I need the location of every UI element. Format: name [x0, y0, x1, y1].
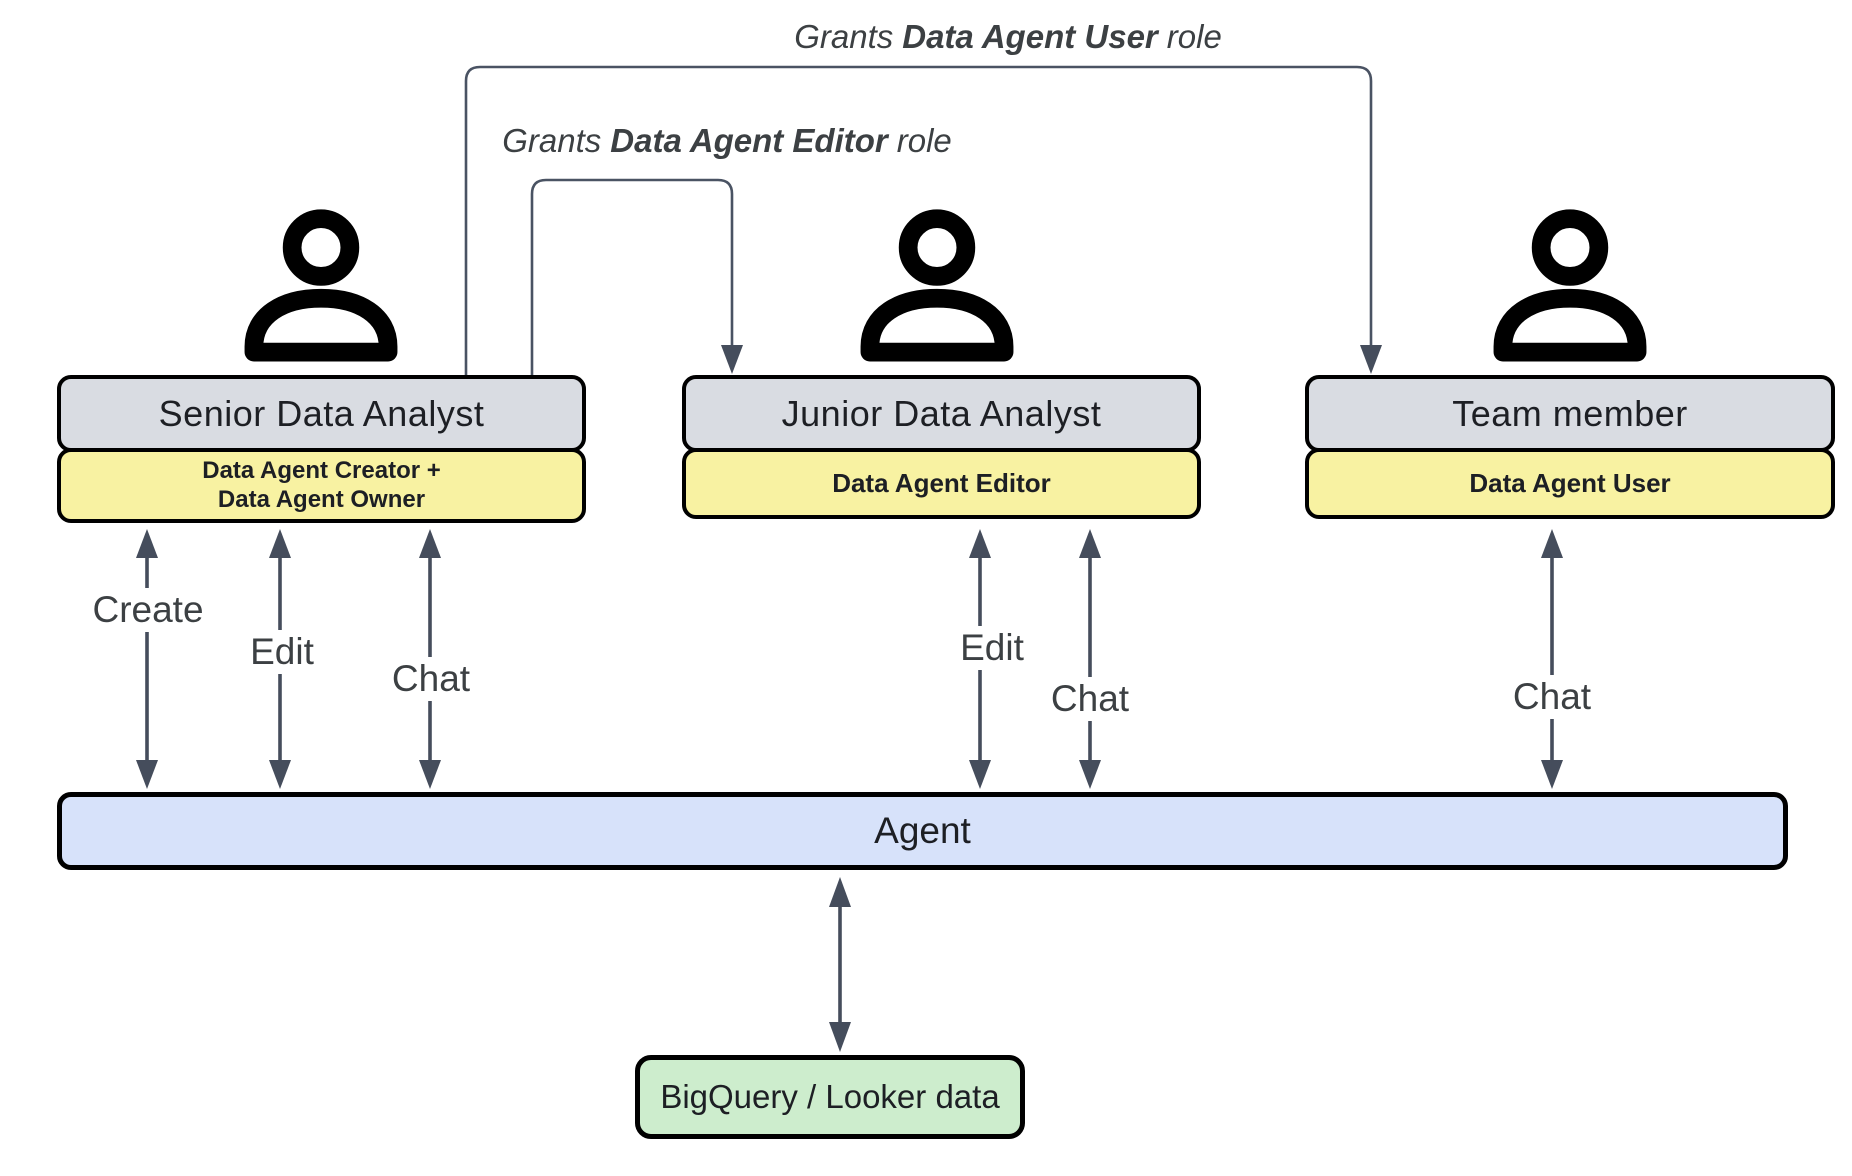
- action-label-create: Create: [84, 588, 212, 632]
- role-title-senior: Senior Data Analyst: [57, 375, 586, 452]
- action-label-chat-senior: Chat: [383, 657, 479, 701]
- role-agent-arrows: [136, 529, 1563, 1052]
- datasource-label: BigQuery / Looker data: [660, 1078, 1000, 1115]
- action-label-chat-team: Chat: [1504, 675, 1600, 719]
- grant-user-suffix: role: [1166, 18, 1222, 55]
- action-label-edit-senior: Edit: [242, 630, 322, 674]
- badge-line: Data Agent Owner: [217, 486, 426, 514]
- agent-bar: Agent: [57, 792, 1788, 870]
- grant-user-connector: [464, 65, 1373, 375]
- role-card-team: Team member Data Agent User: [1305, 375, 1835, 519]
- role-title-junior: Junior Data Analyst: [682, 375, 1201, 452]
- grant-user-role-name: Data Agent User: [902, 18, 1158, 55]
- agent-datasource-arrow: [829, 877, 851, 1052]
- chat-arrow-team: [1541, 529, 1563, 789]
- action-label-edit-junior: Edit: [952, 626, 1032, 670]
- chat-arrow-junior: [1079, 529, 1101, 789]
- grant-user-arrowhead-icon: [1360, 345, 1382, 374]
- create-arrow: [136, 529, 158, 789]
- role-card-junior: Junior Data Analyst Data Agent Editor: [682, 375, 1201, 519]
- grant-editor-arrowhead-icon: [721, 345, 743, 374]
- grant-editor-role-name: Data Agent Editor: [610, 122, 888, 159]
- role-title-label: Junior Data Analyst: [781, 392, 1102, 434]
- badge-line: Data Agent Editor: [832, 467, 1051, 498]
- role-title-label: Senior Data Analyst: [158, 392, 485, 434]
- grant-user-prefix: Grants: [794, 18, 894, 55]
- person-icon: [1493, 209, 1647, 362]
- role-badge-junior: Data Agent Editor: [682, 448, 1201, 519]
- badge-line: Data Agent User: [1469, 467, 1671, 498]
- person-icon: [860, 209, 1014, 362]
- grant-editor-prefix: Grants: [502, 122, 602, 159]
- role-title-team: Team member: [1305, 375, 1835, 452]
- grant-editor-connector: [530, 178, 734, 375]
- agent-label: Agent: [874, 810, 971, 851]
- action-label-chat-junior: Chat: [1042, 677, 1138, 721]
- badge-line: Data Agent Creator +: [202, 457, 441, 484]
- datasource-box: BigQuery / Looker data: [635, 1055, 1025, 1139]
- role-title-label: Team member: [1452, 392, 1688, 434]
- role-card-senior: Senior Data Analyst Data Agent Creator +…: [57, 375, 586, 523]
- role-badge-senior: Data Agent Creator + Data Agent Owner: [57, 448, 586, 523]
- person-icon: [244, 209, 398, 362]
- grant-editor-suffix: role: [896, 122, 952, 159]
- role-badge-team: Data Agent User: [1305, 448, 1835, 519]
